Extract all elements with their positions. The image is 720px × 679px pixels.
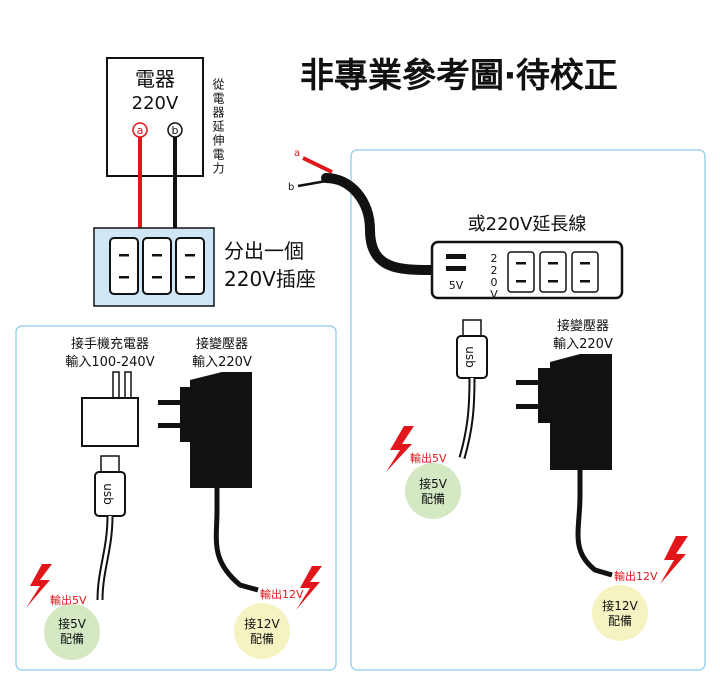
strip-label: 或220V延長線 [468,214,587,235]
outlet-socket [109,237,139,295]
outlet-note-line2: 220V插座 [224,267,316,291]
phone-charger-input: 輸入100-240V [65,355,154,370]
usb-output-label: 輸出5V [410,451,447,465]
strip-voltage-char: 2 [491,264,498,277]
badge-5v-line2: 配備 [60,631,84,646]
outlet-socket [142,237,172,295]
outlet-socket [539,251,567,293]
output-12v-label: 輸出12V [614,569,658,583]
strip-voltage-char: V [490,288,498,301]
transformer-input: 輸入220V [192,355,252,370]
usb-label: usb [463,346,477,367]
outlet-socket [507,251,535,293]
output-12v-label: 輸出12V [260,587,304,601]
usb-connector-icon [94,455,126,517]
usb-port-label: 5V [449,279,464,292]
usb-connector-icon [456,319,488,379]
terminal-b-label: b [172,124,179,137]
badge-12v-line2: 配備 [250,631,274,646]
lightning-icon [386,426,414,472]
badge-12v-line1: 接12V [244,616,280,631]
outlet-socket [571,251,599,293]
usb-label: usb [101,483,115,504]
lightning-icon [26,564,52,608]
wire-a-label: a [294,148,300,159]
page-title: 非專業參考圖‧待校正 [300,56,618,96]
outlet-socket [175,237,205,295]
badge-5v-line1: 接5V [58,616,87,631]
badge-5v [44,604,100,660]
outlet-note-line1: 分出一個 [224,239,304,263]
strip-voltage-char: 2 [491,252,498,265]
power-strip [430,240,624,300]
appliance-box: 電器 220V a b [106,57,204,177]
badge-5v-line1: 接5V [419,476,448,491]
badge-5v [405,463,461,519]
usb-port-icon [446,254,466,259]
output-5v-label: 輸出5V [50,593,87,607]
left-panel [15,325,337,671]
transformer-label: 接變壓器 [196,336,248,352]
transformer-input: 輸入220V [553,337,613,352]
badge-12v-line2: 配備 [608,613,632,628]
badge-5v-line2: 配備 [421,491,445,506]
outlet-box [93,227,215,307]
appliance-voltage: 220V [132,93,179,114]
strip-voltage-char: 0 [491,276,498,289]
badge-12v-line1: 接12V [602,598,638,613]
extension-note: 從電器延伸電力 [211,78,225,176]
wire-b-label: b [288,182,294,193]
power-cord [321,173,437,275]
terminal-a-label: a [137,124,144,137]
badge-12v [592,585,648,641]
lightning-icon [660,536,688,584]
phone-charger-icon [81,371,139,447]
transformer-label: 接變壓器 [557,318,609,334]
right-panel [350,149,706,671]
appliance-name: 電器 [135,67,175,91]
usb-cable [460,377,474,459]
transformer-icon [158,372,259,593]
red-wire [302,156,333,174]
usb-port-icon [446,266,466,271]
lightning-icon [296,566,322,610]
badge-12v [234,603,290,659]
usb-cable [98,515,112,601]
transformer-icon [516,354,613,578]
phone-charger-label: 接手機充電器 [71,336,149,352]
